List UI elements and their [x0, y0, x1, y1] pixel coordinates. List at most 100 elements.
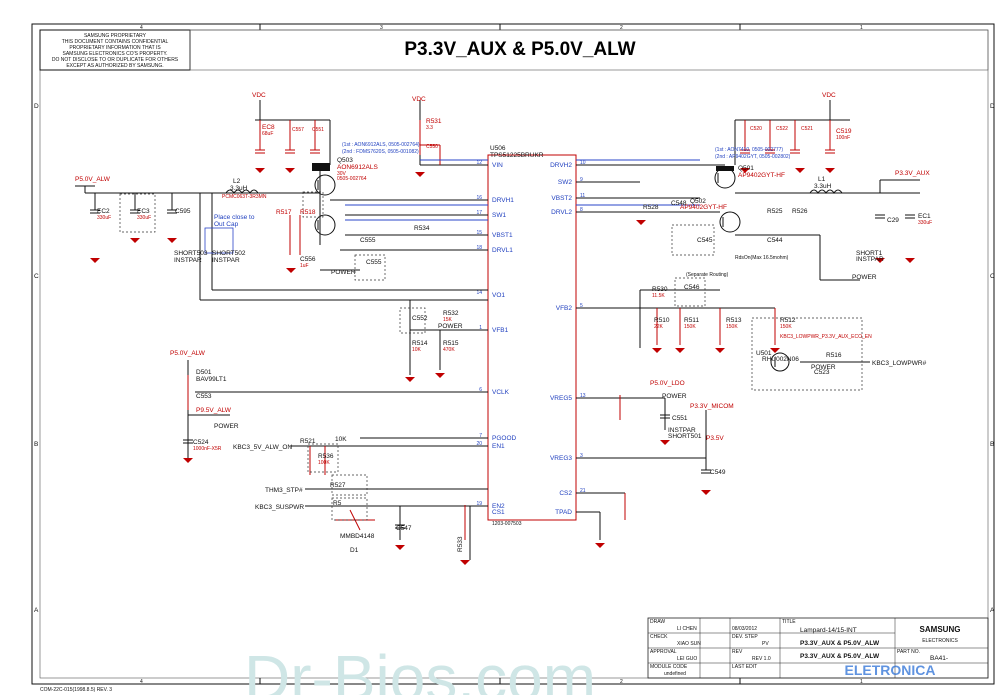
- svg-text:1000nF-X5R: 1000nF-X5R: [193, 446, 222, 452]
- svg-text:AP9402GYT-HF: AP9402GYT-HF: [738, 172, 785, 179]
- pin-label: EN2: [492, 503, 505, 510]
- svg-text:REV 1.0: REV 1.0: [752, 656, 771, 662]
- svg-text:R530: R530: [652, 286, 668, 293]
- mosfet-u501: [770, 352, 790, 372]
- svg-text:MMBD4148: MMBD4148: [340, 533, 375, 540]
- title-block: DRAW LI CHEN 08/03/2012 TITLE Lampard-14…: [40, 617, 989, 693]
- svg-text:POWER: POWER: [852, 274, 877, 281]
- svg-text:D1: D1: [350, 547, 359, 554]
- svg-text:EC1: EC1: [918, 213, 931, 220]
- svg-text:R515: R515: [443, 340, 459, 347]
- svg-text:C550: C550: [426, 144, 438, 150]
- col-label: 2: [620, 679, 623, 685]
- pin-number: 3: [580, 453, 583, 459]
- svg-text:R510: R510: [654, 317, 670, 324]
- pin-number: 13: [580, 393, 586, 399]
- svg-text:C546: C546: [684, 284, 700, 291]
- svg-text:INSTPAR: INSTPAR: [856, 256, 884, 263]
- pin-label: VREG5: [550, 395, 572, 402]
- svg-text:U506: U506: [490, 145, 506, 152]
- svg-text:KBC3_SUSPWR: KBC3_SUSPWR: [255, 504, 304, 511]
- svg-text:C523: C523: [814, 369, 830, 376]
- svg-text:DEV. STEP: DEV. STEP: [732, 634, 758, 640]
- svg-text:undefined: undefined: [664, 671, 686, 677]
- svg-text:470K: 470K: [443, 347, 455, 353]
- svg-text:C556: C556: [300, 256, 316, 263]
- svg-text:POWER: POWER: [331, 269, 356, 276]
- svg-text:P3.3V_AUX & P5.0V_ALW: P3.3V_AUX & P5.0V_ALW: [800, 640, 880, 647]
- svg-text:LAST EDIT: LAST EDIT: [732, 664, 757, 670]
- pin-number: 12: [476, 160, 482, 166]
- svg-text:150K: 150K: [726, 324, 738, 330]
- pin-label: DRVL2: [551, 209, 572, 216]
- col-label: 3: [380, 25, 383, 31]
- pin-label: DRVH2: [550, 162, 572, 169]
- ic-pin: 5 VFB2: [556, 303, 583, 312]
- capacitors: [90, 149, 915, 529]
- col-label: 1: [860, 679, 863, 685]
- pin-number: 5: [580, 303, 583, 309]
- svg-text:C557: C557: [292, 127, 304, 133]
- svg-text:R536: R536: [318, 453, 334, 460]
- svg-text:22K: 22K: [654, 324, 664, 330]
- svg-text:SHORT1: SHORT1: [856, 250, 883, 257]
- pin-label: EN1: [492, 443, 505, 450]
- svg-text:U501: U501: [756, 350, 772, 357]
- pin-label: DRVH1: [492, 197, 514, 204]
- svg-text:AP9402GYT-HF: AP9402GYT-HF: [680, 204, 727, 211]
- svg-text:D501: D501: [196, 369, 212, 376]
- svg-text:C547: C547: [396, 525, 412, 532]
- svg-text:INSTPAR: INSTPAR: [174, 257, 202, 264]
- pin-label: VFB2: [556, 305, 573, 312]
- svg-text:EXCEPT AS AUTHORIZED BY SAMSUN: EXCEPT AS AUTHORIZED BY SAMSUNG.: [66, 63, 163, 69]
- pin-label: VIN: [492, 162, 503, 169]
- svg-text:(2nd : AP9402GYT, 0505-002802): (2nd : AP9402GYT, 0505-002802): [715, 154, 791, 160]
- pin-label: CS2: [559, 490, 572, 497]
- svg-text:SHORT501: SHORT501: [668, 433, 702, 440]
- svg-text:SAMSUNG PROPRIETARY: SAMSUNG PROPRIETARY: [84, 33, 147, 39]
- col-label: 3: [380, 679, 383, 685]
- svg-text:C555: C555: [360, 237, 376, 244]
- svg-text:SAMSUNG: SAMSUNG: [920, 625, 961, 634]
- svg-text:C551: C551: [312, 127, 324, 133]
- svg-text:Out Cap: Out Cap: [214, 221, 239, 228]
- svg-text:150K: 150K: [684, 324, 696, 330]
- svg-text:15K: 15K: [443, 317, 453, 323]
- svg-text:INSTPAR: INSTPAR: [668, 427, 696, 434]
- svg-text:EC8: EC8: [262, 124, 275, 131]
- pin-label: PGOOD: [492, 435, 517, 442]
- svg-text:TITLE: TITLE: [782, 619, 796, 625]
- svg-text:C549: C549: [710, 469, 726, 476]
- ic-pin: 12 VIN: [476, 160, 503, 169]
- svg-text:C553: C553: [196, 393, 212, 400]
- row-label: D: [34, 103, 39, 110]
- svg-text:BA41-: BA41-: [930, 655, 948, 662]
- row-label: B: [34, 441, 38, 448]
- svg-text:VDC: VDC: [822, 92, 836, 99]
- svg-text:P5.0V_ALW: P5.0V_ALW: [75, 176, 111, 183]
- pin-number: 19: [476, 501, 482, 507]
- svg-text:P9.5V_ALW: P9.5V_ALW: [196, 407, 232, 414]
- red-wires: [187, 120, 831, 540]
- svg-text:P3.3V_AUX & P5.0V_ALW: P3.3V_AUX & P5.0V_ALW: [800, 653, 880, 660]
- row-label: D: [990, 103, 995, 110]
- pin-label: CS1: [492, 509, 505, 516]
- svg-text:RHU002N06: RHU002N06: [762, 356, 799, 363]
- svg-text:RdsOn(Max 16.5mohm): RdsOn(Max 16.5mohm): [735, 255, 789, 261]
- pin-label: SW2: [558, 179, 572, 186]
- svg-text:R513: R513: [726, 317, 742, 324]
- svg-text:C548: C548: [671, 200, 687, 207]
- svg-text:(2nd : FDMS7620S, 0505-001082): (2nd : FDMS7620S, 0505-001082): [342, 149, 419, 155]
- svg-text:THIS DOCUMENT CONTAINS CONFIDE: THIS DOCUMENT CONTAINS CONFIDENTIAL: [62, 39, 169, 45]
- svg-text:11.5K: 11.5K: [652, 293, 665, 299]
- svg-text:(1st : AON6912ALS, 0505-002764: (1st : AON6912ALS, 0505-002764): [342, 142, 420, 148]
